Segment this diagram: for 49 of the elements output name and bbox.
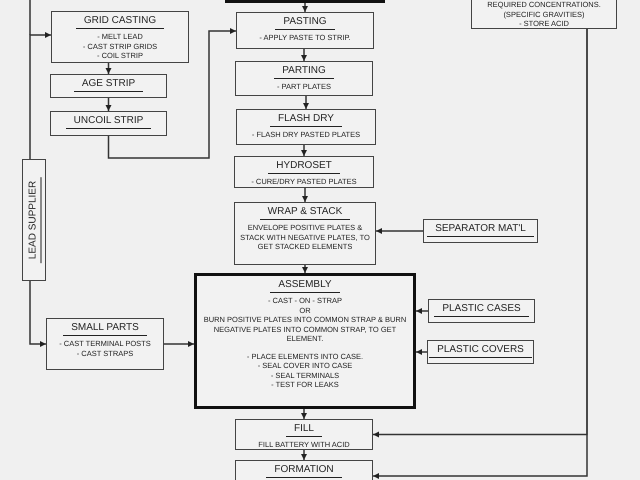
process-box — [234, 156, 374, 188]
step-title: PLASTIC COVERS — [429, 343, 532, 358]
arrow — [29, 281, 46, 347]
process-box — [46, 318, 164, 370]
arrow — [106, 63, 112, 74]
arrow — [416, 349, 427, 355]
arrow — [302, 3, 308, 12]
arrow — [301, 409, 307, 419]
arrow — [416, 308, 428, 314]
process-box — [235, 61, 373, 96]
arrow — [301, 49, 307, 61]
arrow — [108, 28, 236, 159]
step-title: GRID CASTING — [76, 14, 164, 29]
step-title: SMALL PARTS — [63, 321, 147, 336]
process-box — [236, 12, 374, 49]
step-title: WRAP & STACK — [260, 205, 350, 220]
step-title: PARTING — [274, 64, 334, 79]
process-box — [428, 299, 535, 323]
step-title: SEPARATOR MAT'L — [427, 222, 534, 237]
step-title: UNCOIL STRIP — [66, 114, 152, 129]
supplier-label: LEAD SUPPLIER — [26, 176, 42, 264]
arrow — [301, 145, 307, 156]
process-box — [236, 109, 376, 145]
arrow — [302, 188, 308, 202]
arrow — [29, 32, 51, 159]
arrow — [302, 265, 308, 273]
arrow — [376, 228, 423, 234]
process-box — [234, 202, 376, 265]
step-title: ASSEMBLY — [270, 278, 340, 293]
process-box — [427, 340, 534, 364]
arrow — [303, 96, 309, 109]
step-title: FLASH DRY — [270, 112, 342, 127]
arrow — [164, 341, 194, 347]
process-box — [194, 273, 416, 409]
step-title: PASTING — [275, 15, 335, 30]
step-title: PLASTIC CASES — [434, 302, 529, 317]
process-box — [471, 0, 617, 29]
step-title: AGE STRIP — [74, 77, 144, 92]
arrow — [106, 98, 112, 111]
process-box — [235, 419, 373, 450]
process-box — [50, 111, 167, 136]
step-title: HYDROSET — [268, 159, 340, 174]
supplier-box — [22, 159, 46, 281]
step-title: FILL — [286, 422, 322, 437]
process-box — [423, 219, 538, 243]
step-title: FORMATION — [266, 463, 342, 478]
arrow — [301, 450, 307, 460]
process-box — [50, 74, 167, 98]
process-box — [51, 11, 189, 63]
